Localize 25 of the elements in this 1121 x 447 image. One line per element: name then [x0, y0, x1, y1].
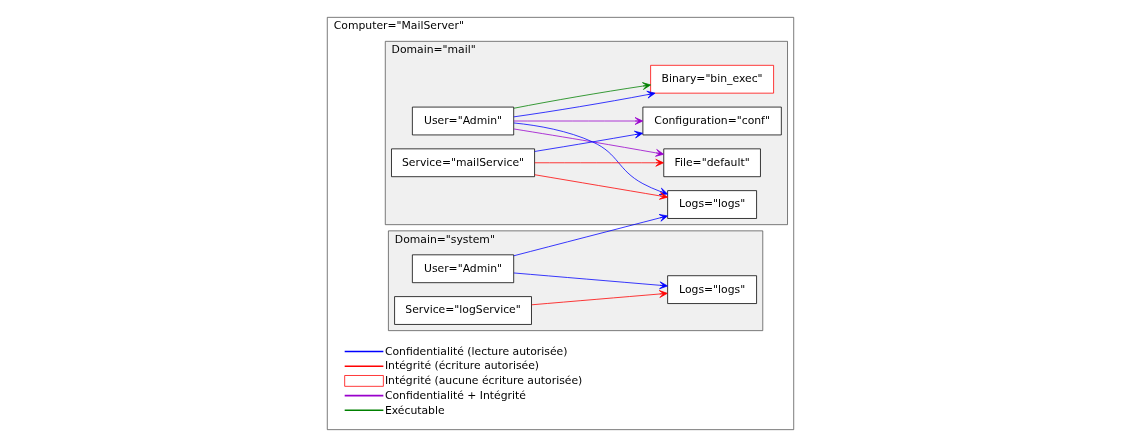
node-box: Service="mailService" — [391, 148, 535, 178]
node-box: Logs="logs" — [667, 190, 757, 219]
node-box: Service="logService" — [394, 296, 532, 325]
node-box: User="Admin" — [412, 254, 515, 284]
legend-label: Confidentialité + Intégrité — [384, 388, 526, 402]
arrow — [513, 214, 668, 257]
arrow — [534, 130, 643, 152]
arrow — [534, 174, 668, 200]
arrow — [531, 290, 668, 306]
legend-label: Confidentialité (lecture autorisée) — [384, 344, 568, 358]
arrow — [513, 122, 668, 196]
arrow — [534, 158, 664, 167]
arrow — [513, 128, 665, 157]
arrow — [513, 82, 651, 109]
legend-label: Intégrité (écriture autorisée) — [384, 359, 540, 373]
legend-label: Exécutable — [384, 403, 445, 417]
node-box: Logs="logs" — [667, 275, 757, 304]
arrow — [513, 90, 656, 118]
node-box: Configuration="conf" — [642, 106, 782, 136]
node-box: User="Admin" — [412, 106, 515, 136]
node-box: Binary="bin_exec" — [650, 64, 774, 94]
arrow — [513, 117, 644, 125]
legend-label: Intégrité (aucune écriture autorisée) — [384, 374, 583, 388]
arrow — [513, 272, 668, 290]
node-box: File="default" — [663, 148, 761, 178]
